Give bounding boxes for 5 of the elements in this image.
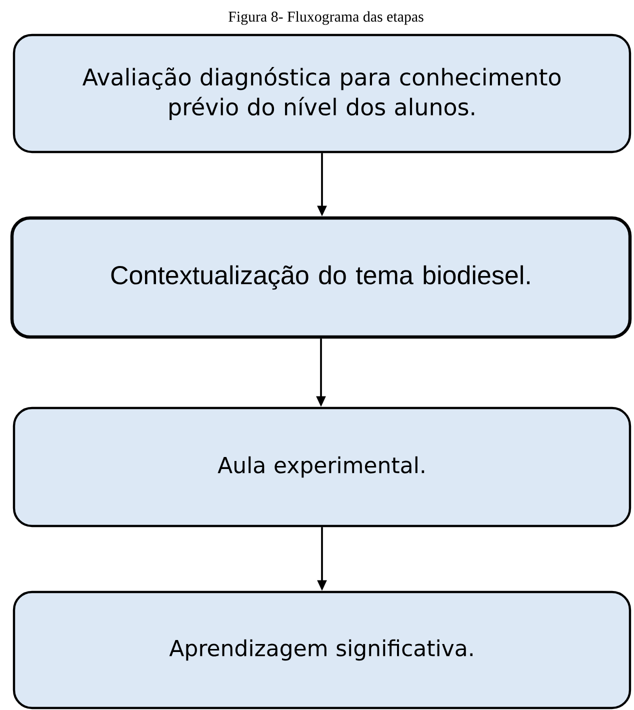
process-box: Avaliação diagnóstica para conhecimento prévio do nível dos alunos. — [12, 34, 632, 154]
figure-title: Figura 8- Fluxograma das etapas — [228, 11, 424, 25]
process-box: Aprendizagem significativa. — [12, 590, 632, 710]
process-box: Aula experimental. — [12, 406, 632, 528]
process-box: Contextualização do tema biodiesel. — [10, 216, 632, 339]
